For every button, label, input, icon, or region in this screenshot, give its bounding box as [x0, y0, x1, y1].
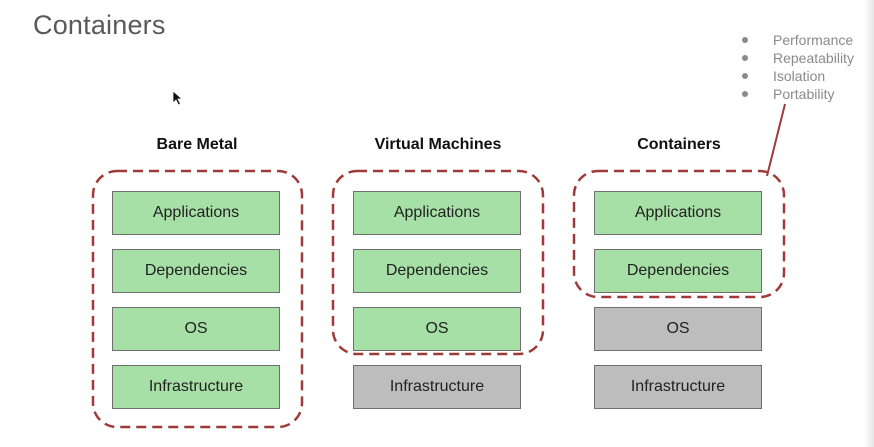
bullet-icon [742, 37, 748, 43]
benefit-item: Repeatability [740, 49, 854, 67]
callout-line [766, 103, 786, 177]
layer-applications: Applications [353, 191, 521, 235]
column-title-containers: Containers [637, 136, 721, 153]
layer-applications: Applications [112, 191, 280, 235]
bullet-icon [742, 91, 748, 97]
slide-edge [864, 0, 874, 447]
bullet-icon [742, 73, 748, 79]
layer-infrastructure: Infrastructure [594, 365, 762, 409]
bullet-icon [742, 55, 748, 61]
layer-applications: Applications [594, 191, 762, 235]
layer-infrastructure: Infrastructure [353, 365, 521, 409]
layer-dependencies: Dependencies [594, 249, 762, 293]
bare-metal-outline [91, 169, 304, 429]
benefit-label: Isolation [773, 68, 826, 84]
benefit-item: Performance [740, 31, 854, 49]
mouse-cursor-icon [172, 90, 184, 106]
layer-infrastructure: Infrastructure [112, 365, 280, 409]
benefit-label: Performance [773, 32, 854, 48]
slide-title: Containers [33, 10, 166, 40]
layer-dependencies: Dependencies [112, 249, 280, 293]
virtual-machines-outline [331, 169, 545, 356]
benefit-label: Portability [773, 86, 835, 102]
containers-outline [572, 169, 786, 299]
layer-os: OS [112, 307, 280, 351]
benefit-label: Repeatability [773, 50, 854, 66]
layer-os: OS [353, 307, 521, 351]
benefit-item: Isolation [740, 67, 854, 85]
benefits-list: Performance Repeatability Isolation Port… [740, 31, 854, 103]
layer-os: OS [594, 307, 762, 351]
column-title-virtual-machines: Virtual Machines [374, 136, 502, 153]
column-title-bare-metal: Bare Metal [156, 136, 238, 153]
layer-dependencies: Dependencies [353, 249, 521, 293]
benefit-item: Portability [740, 85, 854, 103]
